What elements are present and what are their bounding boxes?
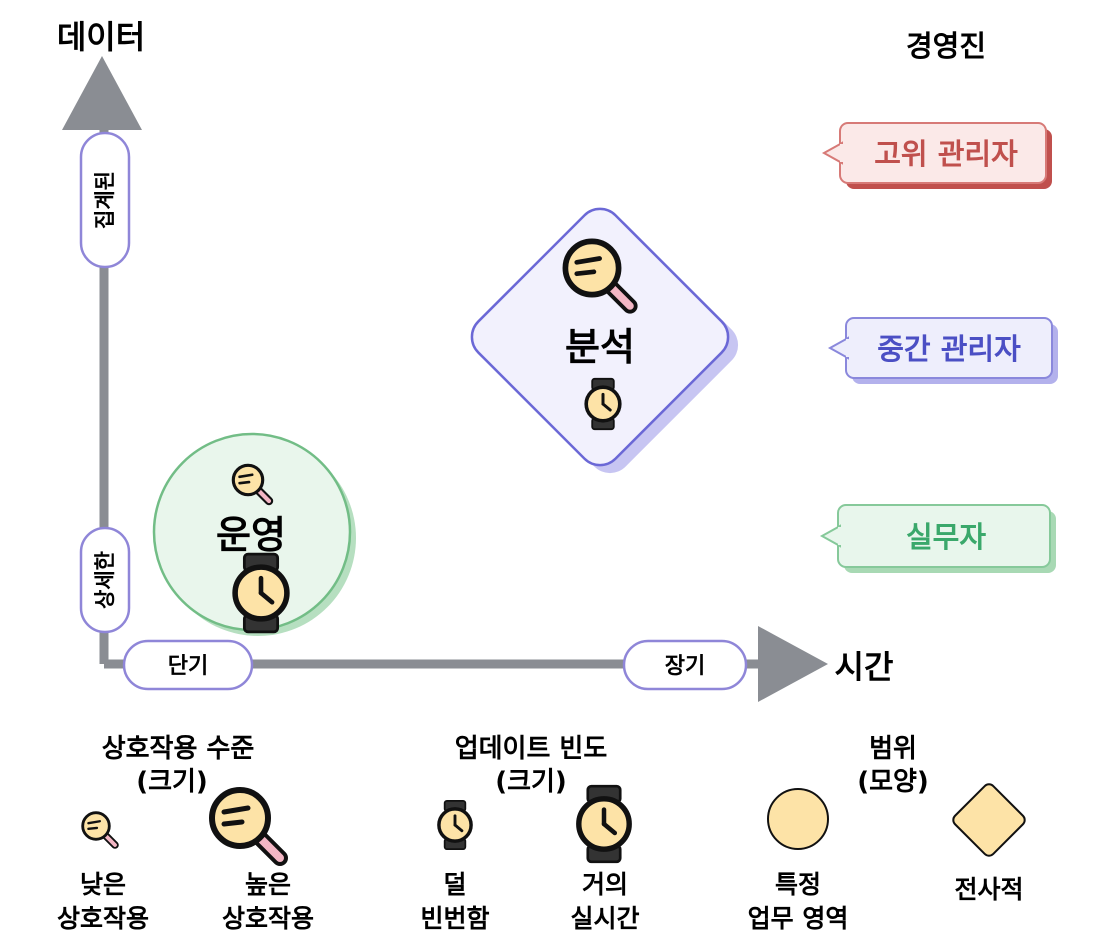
y-label-detailed: 상세한 <box>79 526 131 634</box>
svg-text:(크기): (크기) <box>136 767 208 797</box>
legend-scope: 범위 (모양) 특정 업무 영역 전사적 <box>748 734 1026 933</box>
svg-text:업데이트 빈도: 업데이트 빈도 <box>455 734 608 764</box>
svg-text:(크기): (크기) <box>495 767 567 797</box>
role-staff: 실무자 <box>819 504 1056 573</box>
svg-text:고위 관리자: 고위 관리자 <box>874 137 1018 171</box>
svg-text:상호작용: 상호작용 <box>57 904 149 933</box>
low-interaction-legend-icon <box>83 813 115 845</box>
x-axis-arrow-icon <box>758 626 828 702</box>
x-label-long-term: 장기 <box>622 639 748 691</box>
x-axis-title: 시간 <box>835 648 894 686</box>
role-middle-manager: 중간 관리자 <box>827 317 1058 384</box>
specific-area-shape-icon <box>767 788 829 850</box>
svg-text:업무 영역: 업무 영역 <box>748 904 849 933</box>
enterprise-shape-icon <box>952 783 1026 857</box>
x-label-short-term: 단기 <box>122 639 254 691</box>
svg-text:중간 관리자: 중간 관리자 <box>877 332 1021 366</box>
legend-interaction: 상호작용 수준 (크기) 낮은 상호작용 높은 상호작용 <box>57 734 314 933</box>
svg-text:(모양): (모양) <box>857 767 929 797</box>
svg-text:전사적: 전사적 <box>954 875 1023 904</box>
y-axis-title: 데이터 <box>57 18 145 56</box>
svg-text:상호작용 수준: 상호작용 수준 <box>102 734 255 764</box>
roles-header: 경영진 <box>906 29 986 63</box>
svg-text:특정: 특정 <box>775 870 821 899</box>
high-interaction-legend-icon <box>212 790 280 858</box>
y-label-aggregated: 집계된 <box>79 131 131 269</box>
svg-text:범위: 범위 <box>869 734 917 764</box>
node-operations-label: 운영 <box>216 513 286 557</box>
real-time-legend-icon <box>579 786 629 862</box>
less-frequent-legend-icon <box>437 799 473 851</box>
svg-text:덜: 덜 <box>443 870 466 899</box>
svg-text:빈번함: 빈번함 <box>420 904 489 933</box>
role-senior-manager: 고위 관리자 <box>821 122 1052 189</box>
svg-text:거의: 거의 <box>582 870 628 899</box>
svg-text:높은: 높은 <box>245 870 291 899</box>
svg-text:낮은: 낮은 <box>80 870 126 899</box>
legend-update-frequency: 업데이트 빈도 (크기) 덜 빈번함 거의 실시간 <box>420 734 639 933</box>
svg-text:상호작용: 상호작용 <box>222 904 314 933</box>
node-operations: 운영 <box>152 432 356 636</box>
svg-text:단기: 단기 <box>168 654 208 679</box>
svg-text:집계된: 집계된 <box>93 171 117 229</box>
svg-text:실무자: 실무자 <box>906 520 986 554</box>
node-analysis: 분석 <box>470 207 739 474</box>
y-axis-arrow-icon <box>62 56 142 130</box>
node-analysis-label: 분석 <box>565 325 635 369</box>
svg-text:상세한: 상세한 <box>93 551 117 609</box>
svg-text:장기: 장기 <box>665 654 705 679</box>
svg-text:실시간: 실시간 <box>570 904 639 933</box>
